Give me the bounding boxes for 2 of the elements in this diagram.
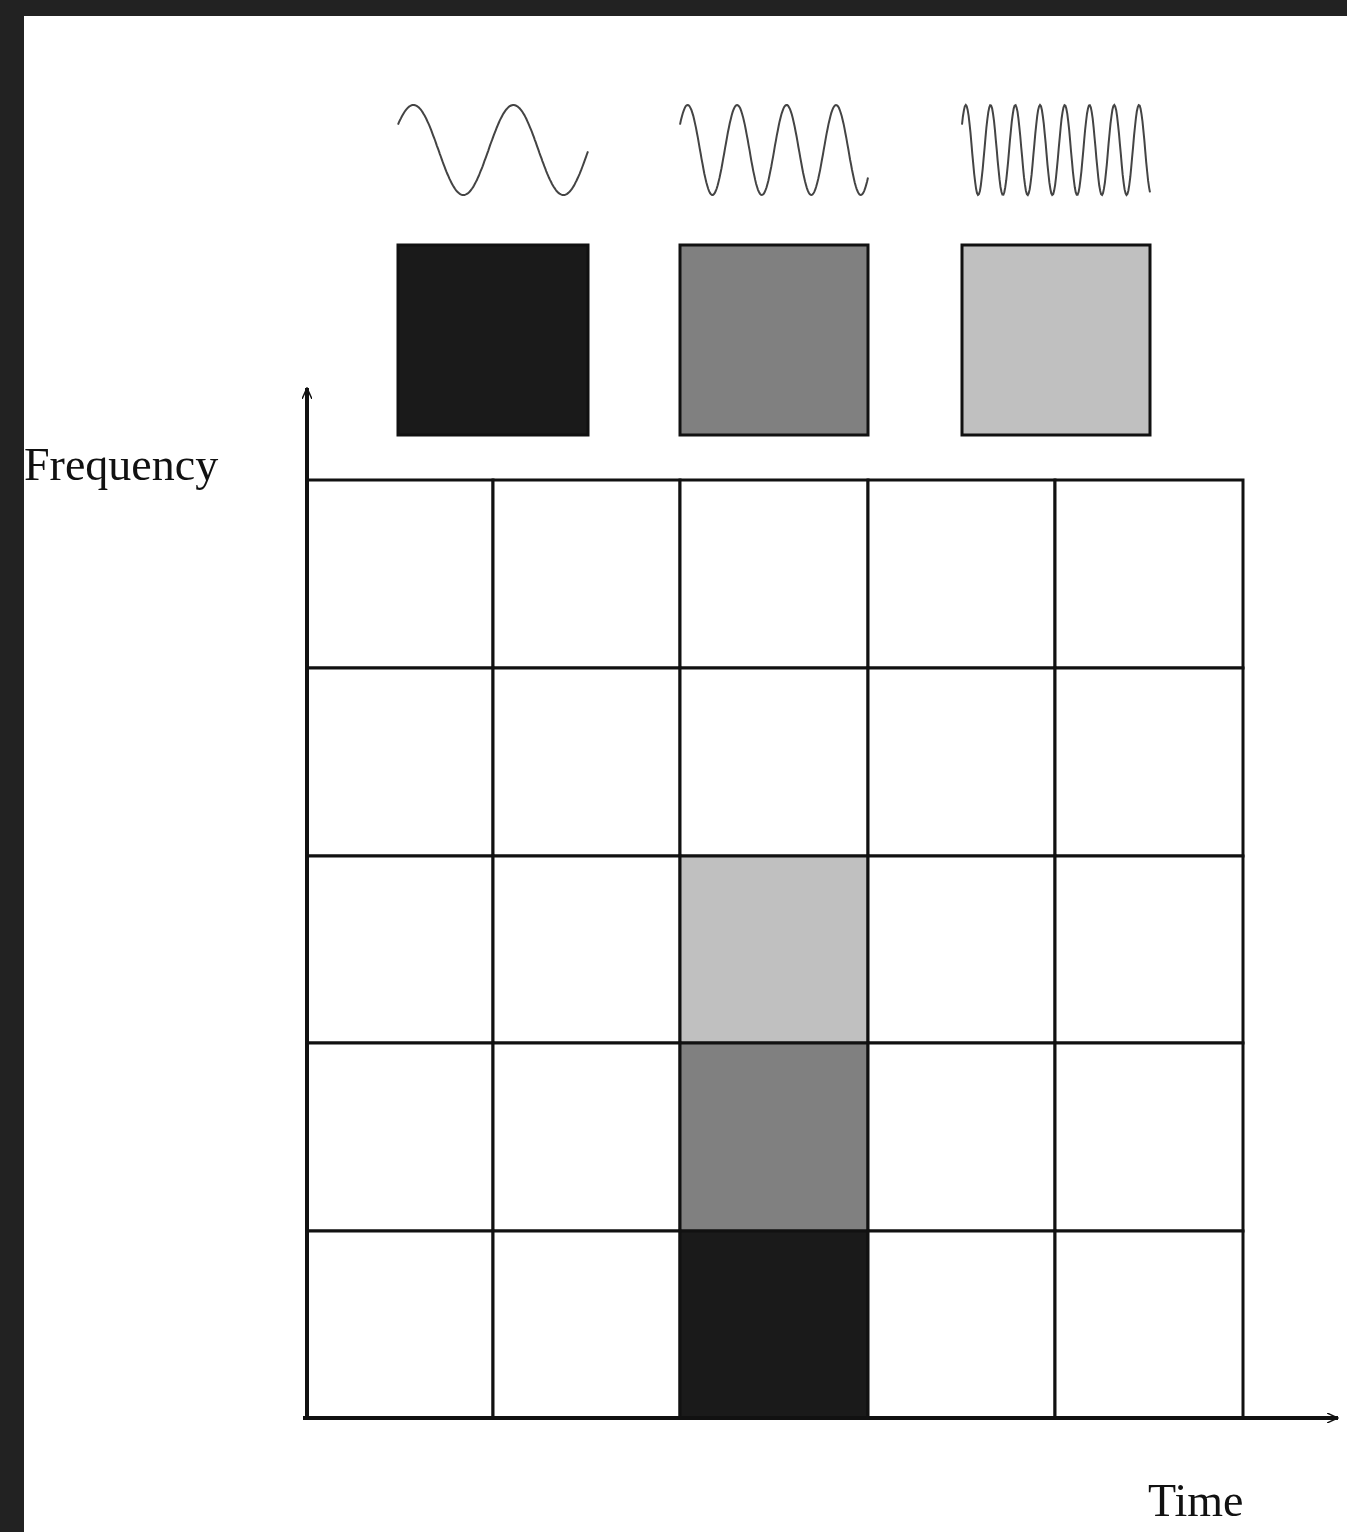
axis-label: Time (1148, 1478, 1244, 1524)
axis-label: Frequency (24, 442, 219, 488)
